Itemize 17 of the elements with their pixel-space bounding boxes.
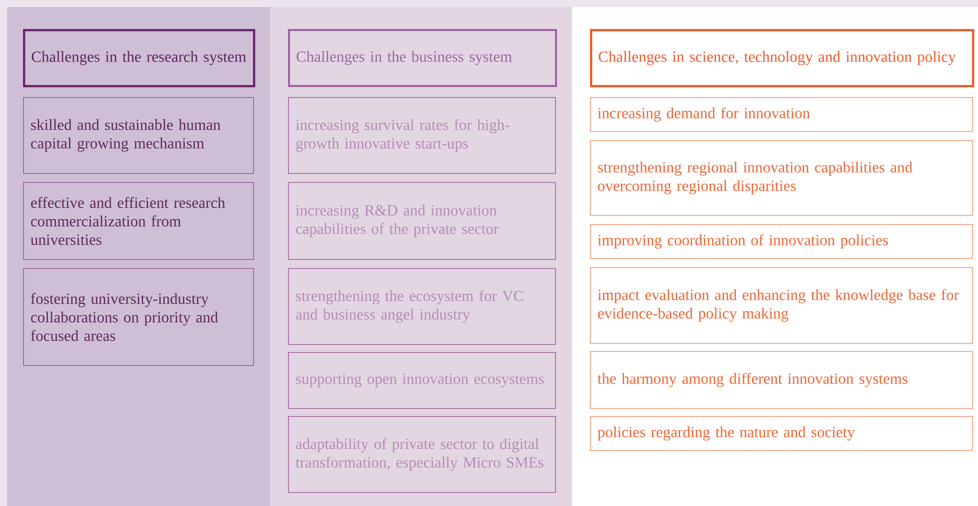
challenge-box: policies regarding the nature and society	[590, 416, 973, 451]
heading-box: Challenges in the business system	[288, 29, 557, 87]
challenge-box: strengthening regional innovation capabilities and overcoming regional disparities	[590, 140, 973, 216]
challenge-box: increasing R&D and innovation capabilities of the private sector	[288, 182, 556, 260]
heading-box: Challenges in science, technology and innovation policy	[590, 29, 974, 88]
challenge-box: skilled and sustainable human capital growing mechanism	[23, 97, 254, 174]
challenge-box: impact evaluation and enhancing the knowledge base for evidence-based policy making	[590, 267, 973, 344]
challenge-box: increasing demand for innovation	[590, 97, 973, 132]
challenge-box: fostering university-industry collaborations on priority and focused areas	[23, 268, 254, 366]
challenge-box: adaptability of private sector to digital transformation, especially Micro SMEs	[288, 416, 556, 493]
challenge-box: increasing survival rates for high-growth innovative start-ups	[288, 97, 556, 174]
challenge-box: strengthening the ecosystem for VC and business angel industry	[288, 268, 556, 345]
heading-box: Challenges in the research system	[23, 29, 256, 88]
challenge-box: effective and efficient research commercialization from universities	[23, 182, 254, 260]
challenge-box: improving coordination of innovation policies	[590, 224, 973, 259]
challenge-box: the harmony among different innovation systems	[590, 351, 973, 409]
challenge-box: supporting open innovation ecosystems	[288, 352, 556, 409]
